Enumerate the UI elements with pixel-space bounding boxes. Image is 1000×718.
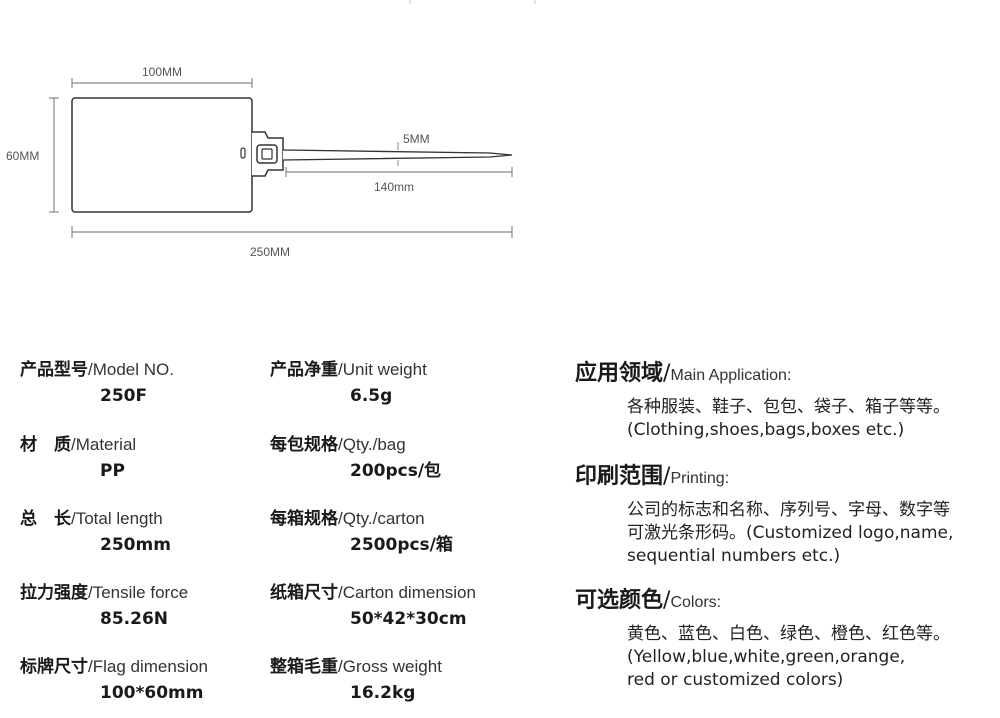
width-dimension: 100MM — [71, 65, 253, 88]
section-line: 黄色、蓝色、白色、绿色、橙色、红色等。 — [627, 624, 950, 644]
spec-label-cn: 整箱毛重 — [270, 657, 338, 677]
spec-flag-dimension: 标牌尺寸/Flag dimension 100*60mm — [20, 657, 208, 704]
width-label: 100MM — [142, 65, 182, 79]
section-line: 公司的标志和名称、序列号、字母、数字等 — [627, 500, 950, 520]
spec-value: 6.5g — [350, 386, 393, 406]
spec-label-cn: 拉力强度 — [20, 583, 88, 603]
section-heading-en: Colors: — [670, 594, 722, 611]
tag-outline — [71, 97, 513, 213]
height-label: 60MM — [6, 149, 39, 163]
product-dimension-diagram: 100MM 60MM 5MM 140mm 250MM — [6, 0, 536, 259]
spec-value: 50*42*30cm — [350, 609, 467, 629]
section-heading-cn: 应用领域 — [575, 361, 664, 386]
spec-label-en: /Material — [71, 435, 137, 454]
strap-label: 140mm — [374, 180, 414, 194]
spec-label-cn: 材 质 — [20, 435, 71, 455]
spec-total-length: 总 长/Total length 250mm — [20, 509, 171, 556]
spec-value: 200pcs/包 — [350, 461, 442, 481]
spec-label-cn: 标牌尺寸 — [20, 657, 88, 677]
section-line: sequential numbers etc.) — [627, 546, 841, 566]
spec-value: PP — [100, 461, 125, 481]
section-line: (Yellow,blue,white,green,orange, — [627, 647, 906, 667]
spec-qty-carton: 每箱规格/Qty./carton 2500pcs/箱 — [270, 509, 453, 556]
printing-section: 印刷范围/Printing: 公司的标志和名称、序列号、字母、数字等 可激光条形… — [575, 462, 995, 568]
spec-label-cn: 每包规格 — [270, 435, 338, 455]
section-line: 可激光条形码。(Customized logo,name, — [627, 523, 954, 543]
spec-value: 100*60mm — [100, 683, 204, 703]
spec-label-en: /Carton dimension — [338, 583, 476, 602]
spec-gross-weight: 整箱毛重/Gross weight 16.2kg — [270, 657, 442, 704]
section-heading-cn: 可选颜色 — [575, 588, 664, 613]
section-heading-en: Printing: — [670, 470, 730, 487]
spec-unit-weight: 产品净重/Unit weight 6.5g — [270, 360, 427, 407]
section-line: 各种服装、鞋子、包包、袋子、箱子等等。 — [627, 397, 950, 417]
spec-model: 产品型号/Model NO. 250F — [20, 360, 174, 407]
section-heading-cn: 印刷范围 — [575, 464, 664, 489]
spec-label-en: /Unit weight — [338, 360, 427, 379]
total-label: 250MM — [250, 245, 290, 259]
spec-label-en: /Tensile force — [88, 583, 189, 602]
spec-label-cn: 产品净重 — [270, 360, 338, 380]
spec-label-en: /Flag dimension — [88, 657, 209, 676]
strap-dimension: 140mm — [285, 167, 513, 194]
spec-label-en: /Qty./carton — [338, 509, 425, 528]
spec-label-en: /Model NO. — [88, 360, 174, 379]
spec-material: 材 质/Material PP — [20, 435, 136, 482]
spec-label-cn: 纸箱尺寸 — [270, 583, 338, 603]
spec-value: 16.2kg — [350, 683, 416, 703]
thickness-dimension: 5MM — [397, 132, 430, 166]
spec-value: 250mm — [100, 535, 171, 555]
spec-label-cn: 总 长 — [20, 509, 71, 529]
spec-label-cn: 产品型号 — [20, 360, 88, 380]
section-line: red or customized colors) — [627, 670, 844, 690]
spec-value: 250F — [100, 386, 148, 406]
spec-value: 85.26N — [100, 609, 168, 629]
spec-label-en: /Qty./bag — [338, 435, 406, 454]
height-dimension: 60MM — [6, 97, 59, 213]
spec-label-cn: 每箱规格 — [270, 509, 338, 529]
thickness-label: 5MM — [403, 132, 430, 146]
colors-section: 可选颜色/Colors: 黄色、蓝色、白色、绿色、橙色、红色等。 (Yellow… — [575, 586, 995, 692]
section-heading-en: Main Application: — [670, 367, 792, 384]
spec-label-en: /Gross weight — [338, 657, 442, 676]
section-line: (Clothing,shoes,bags,boxes etc.) — [627, 420, 905, 440]
spec-label-en: /Total length — [71, 509, 163, 528]
spec-carton-dimension: 纸箱尺寸/Carton dimension 50*42*30cm — [270, 583, 476, 630]
spec-qty-bag: 每包规格/Qty./bag 200pcs/包 — [270, 435, 441, 482]
spec-tensile-force: 拉力强度/Tensile force 85.26N — [20, 583, 188, 630]
main-application-section: 应用领域/Main Application: 各种服装、鞋子、包包、袋子、箱子等… — [575, 359, 995, 442]
spec-value: 2500pcs/箱 — [350, 535, 453, 555]
total-dimension: 250MM — [71, 226, 513, 259]
